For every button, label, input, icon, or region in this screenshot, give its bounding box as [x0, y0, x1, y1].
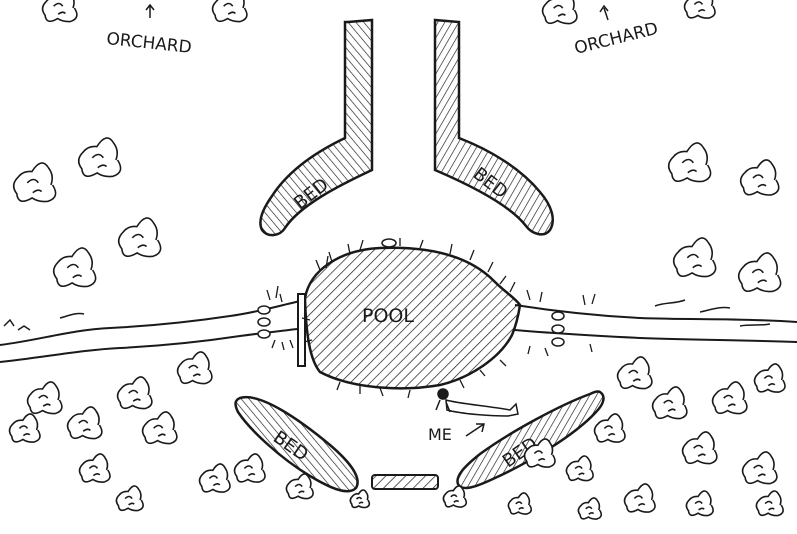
bush-icon [541, 0, 578, 25]
bush-icon [651, 386, 688, 420]
bush-icon [211, 0, 248, 23]
bush-icon [737, 252, 782, 293]
bush-icon [198, 463, 231, 493]
bush-icon [672, 237, 717, 278]
pool-label: POOL [362, 305, 414, 327]
bush-icon [41, 0, 78, 23]
bush-icon [8, 413, 41, 443]
arrow-pointer-icon [465, 423, 485, 437]
stepping-stone-icon [551, 337, 565, 347]
bush-icon [26, 381, 63, 415]
bush-icon [12, 162, 57, 203]
bush-icon [52, 247, 97, 288]
bush-icon [349, 489, 371, 509]
bush-icon [685, 490, 714, 517]
bush-icon [739, 159, 780, 196]
bed-top-left: BED [259, 18, 374, 237]
bush-icon [141, 411, 178, 445]
bush-icon [176, 351, 213, 385]
bench-icon [371, 474, 439, 490]
stepping-stone-icon [551, 311, 565, 321]
orchard-label-right: ORCHARD [572, 19, 660, 59]
stepping-stone-icon [257, 305, 271, 315]
bush-icon [755, 490, 784, 517]
person-figure-icon [435, 388, 519, 417]
bush-icon [442, 485, 468, 508]
bush-icon [577, 497, 603, 520]
bush-icon [285, 473, 314, 500]
sluice-gate [297, 293, 306, 367]
bush-icon [115, 485, 144, 512]
bush-icon [66, 406, 103, 440]
bush-icon [507, 492, 533, 515]
bush-icon [741, 451, 778, 485]
bed-top-right: BED [433, 18, 554, 236]
bush-icon [616, 356, 653, 390]
bush-icon [711, 381, 748, 415]
bush-icon [753, 363, 786, 393]
bush-icon [565, 455, 594, 482]
bush-icon [117, 217, 162, 258]
orchard-label-left: ORCHARD [105, 29, 192, 58]
bush-icon [683, 0, 716, 19]
bushes [8, 0, 786, 520]
arrow-up-icon [599, 4, 609, 21]
bush-icon [116, 376, 153, 410]
stepping-stone-icon [257, 317, 271, 327]
stepping-stone-icon [381, 238, 397, 248]
stepping-stones [257, 238, 565, 347]
stepping-stone-icon [551, 324, 565, 334]
stepping-stone-icon [257, 329, 271, 339]
pool-grass [266, 238, 596, 399]
me-label: ME [428, 425, 452, 444]
arrow-up-icon [145, 3, 155, 18]
bush-icon [667, 142, 712, 183]
bush-icon [593, 413, 626, 443]
bush-icon [681, 431, 718, 465]
bush-icon [623, 483, 656, 513]
pool: POOL [266, 238, 596, 399]
bush-icon [78, 453, 111, 483]
bush-icon [77, 137, 122, 178]
bush-icon [233, 453, 266, 483]
bush-icon [523, 438, 556, 468]
